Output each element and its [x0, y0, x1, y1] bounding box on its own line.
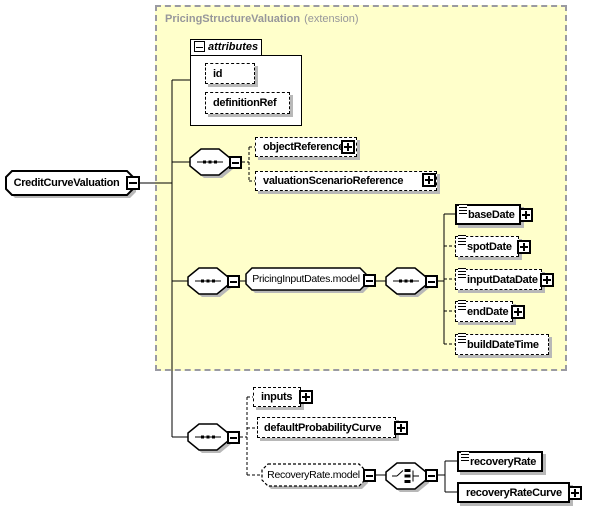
recovery-rate-label: recoveryRate	[470, 455, 537, 468]
sequence-valuation-toggle[interactable]	[227, 431, 240, 444]
recovery-rate-model-toggle[interactable]	[363, 469, 376, 482]
attributes-label: attributes	[208, 41, 259, 53]
root-element-label: CreditCurveValuation	[13, 177, 120, 189]
text-content-icon	[461, 451, 469, 461]
inputs-box[interactable]: inputs	[253, 387, 301, 407]
recovery-rate-model-shape	[261, 463, 368, 489]
sequence-references-toggle[interactable]	[229, 156, 242, 169]
sequence-icon	[195, 435, 221, 439]
sequence-compositor-valuation[interactable]	[187, 423, 231, 453]
end-date-label: endDate	[467, 305, 509, 318]
attribute-id-label: id	[213, 67, 223, 80]
pricing-input-dates-model-shape	[245, 267, 369, 293]
extension-region-title: PricingStructureValuation(extension)	[165, 13, 359, 25]
object-reference-box[interactable]: objectReference	[255, 137, 357, 157]
base-date-box[interactable]: baseDate	[455, 204, 521, 225]
solid-connectors	[140, 79, 457, 493]
text-content-icon	[458, 333, 466, 343]
sequence-icon	[195, 279, 221, 283]
spot-date-expand-toggle[interactable]	[517, 240, 531, 254]
extension-title-text: PricingStructureValuation	[165, 13, 301, 25]
object-reference-expand-toggle[interactable]	[341, 140, 355, 154]
default-probability-curve-box[interactable]: defaultProbabilityCurve	[257, 417, 396, 438]
spot-date-label: spotDate	[467, 240, 512, 253]
sequence-dates-outer-toggle[interactable]	[227, 275, 240, 288]
sequence-icon	[393, 279, 419, 283]
build-date-time-box[interactable]: buildDateTime	[455, 333, 549, 355]
root-element-shape	[5, 170, 136, 198]
base-date-expand-toggle[interactable]	[519, 208, 533, 222]
choice-compositor-recovery[interactable]	[385, 462, 429, 492]
end-date-box[interactable]: endDate	[455, 300, 513, 322]
pricing-input-dates-model[interactable]: PricingInputDates.model	[246, 268, 366, 290]
attribute-definitionref-box[interactable]: definitionRef	[205, 92, 290, 114]
text-content-icon	[459, 204, 467, 214]
extension-suffix-text: (extension)	[304, 13, 359, 25]
recovery-rate-curve-label: recoveryRateCurve	[466, 486, 562, 499]
base-date-label: baseDate	[468, 208, 515, 221]
recovery-rate-curve-box[interactable]: recoveryRateCurve	[457, 482, 570, 503]
choice-recovery-toggle[interactable]	[425, 469, 438, 482]
root-collapse-toggle[interactable]	[126, 176, 140, 190]
sequence-compositor-dates-outer[interactable]	[187, 267, 231, 297]
recovery-rate-curve-expand-toggle[interactable]	[568, 486, 582, 500]
dashed-connectors	[240, 146, 455, 476]
pricing-input-dates-model-label: PricingInputDates.model	[252, 273, 360, 285]
sequence-icon	[197, 160, 223, 164]
end-date-expand-toggle[interactable]	[511, 305, 525, 319]
inputs-expand-toggle[interactable]	[299, 390, 313, 404]
attributes-collapse-toggle[interactable]	[194, 41, 205, 52]
sequence-dates-inner-toggle[interactable]	[425, 275, 438, 288]
inputs-label: inputs	[261, 391, 293, 403]
sequence-compositor-dates-inner[interactable]	[385, 267, 429, 297]
attribute-id-box[interactable]: id	[205, 63, 255, 84]
spot-date-box[interactable]: spotDate	[455, 235, 519, 257]
text-content-icon	[458, 235, 466, 245]
recovery-rate-model[interactable]: RecoveryRate.model	[262, 464, 365, 486]
default-probability-curve-label: defaultProbabilityCurve	[264, 421, 382, 434]
build-date-time-label: buildDateTime	[467, 338, 539, 351]
input-data-date-expand-toggle[interactable]	[540, 273, 554, 287]
input-data-date-label: inputDataDate	[467, 273, 538, 286]
text-content-icon	[458, 268, 466, 278]
object-reference-label: objectReference	[263, 141, 345, 153]
attributes-header[interactable]: attributes	[190, 39, 262, 56]
input-data-date-box[interactable]: inputDataDate	[455, 268, 542, 290]
text-content-icon	[458, 300, 466, 310]
valuation-scenario-reference-box[interactable]: valuationScenarioReference	[255, 171, 437, 191]
root-element[interactable]: CreditCurveValuation	[6, 171, 127, 195]
attribute-definitionref-label: definitionRef	[213, 97, 277, 109]
recovery-rate-model-label: RecoveryRate.model	[267, 469, 360, 481]
valuation-scenario-reference-label: valuationScenarioReference	[263, 175, 404, 187]
valuation-scenario-reference-expand-toggle[interactable]	[422, 173, 436, 187]
default-probability-curve-expand-toggle[interactable]	[394, 421, 408, 435]
pricing-input-dates-model-toggle[interactable]	[363, 274, 376, 287]
sequence-compositor-references[interactable]	[189, 148, 233, 178]
choice-icon	[392, 469, 419, 483]
recovery-rate-box[interactable]: recoveryRate	[457, 451, 543, 472]
